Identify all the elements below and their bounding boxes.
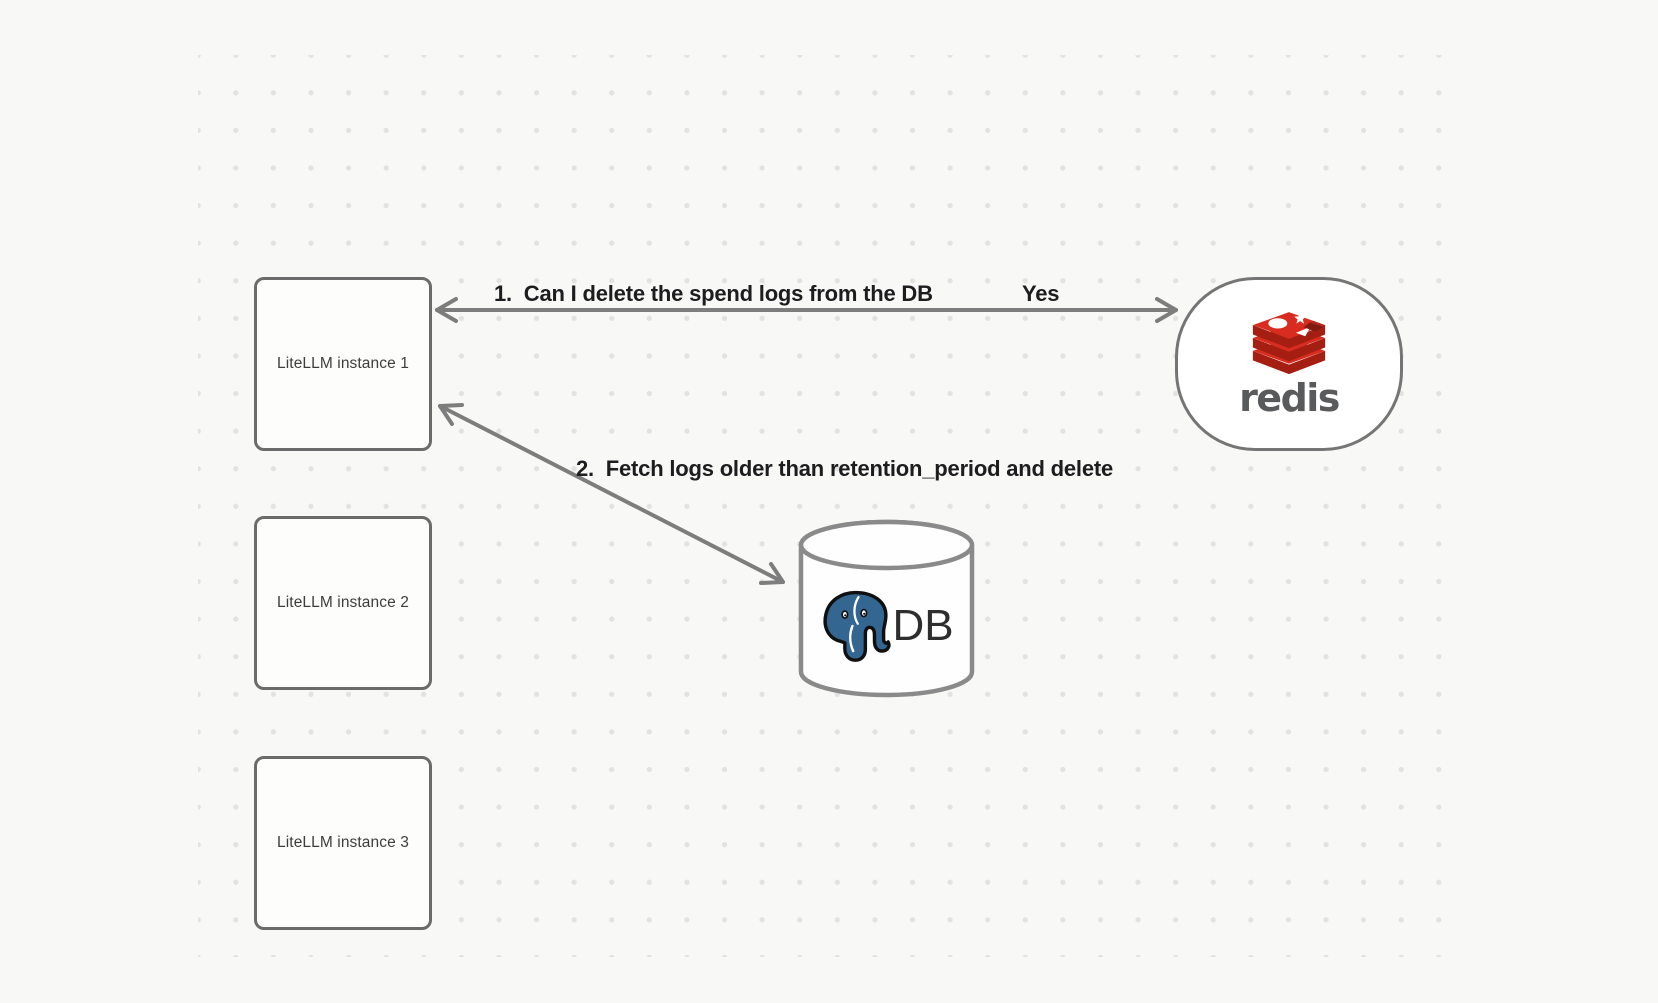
- redis-wordmark: redis: [1239, 375, 1340, 420]
- arrowhead-upleft-icon: [438, 403, 464, 426]
- edge1-response-label[interactable]: Yes: [1022, 281, 1060, 306]
- edge2-label[interactable]: 2. Fetch logs older than retention_perio…: [576, 456, 1114, 481]
- arrowhead-right-icon: [1155, 297, 1178, 323]
- node-label: LiteLLM instance 3: [277, 834, 409, 851]
- edge-redis-to-instance1[interactable]: [435, 297, 1178, 323]
- arrowhead-left-icon: [435, 297, 458, 323]
- edge1-label[interactable]: 1. Can I delete the spend logs from the …: [494, 281, 933, 306]
- node-redis[interactable]: redis: [1175, 277, 1403, 451]
- redis-stack-icon: [1252, 311, 1326, 374]
- postgresql-elephant-icon: [823, 590, 892, 662]
- arrowhead-downright-icon: [759, 562, 785, 585]
- db-label: DB: [892, 601, 954, 650]
- node-litellm-instance-2[interactable]: LiteLLM instance 2: [254, 516, 432, 690]
- node-litellm-instance-3[interactable]: LiteLLM instance 3: [254, 756, 432, 930]
- node-litellm-instance-1[interactable]: LiteLLM instance 1: [254, 277, 432, 451]
- node-label: LiteLLM instance 2: [277, 594, 409, 611]
- node-label: LiteLLM instance 1: [277, 355, 409, 372]
- node-database[interactable]: DB: [798, 518, 975, 699]
- edge-instance1-to-db[interactable]: [438, 403, 785, 585]
